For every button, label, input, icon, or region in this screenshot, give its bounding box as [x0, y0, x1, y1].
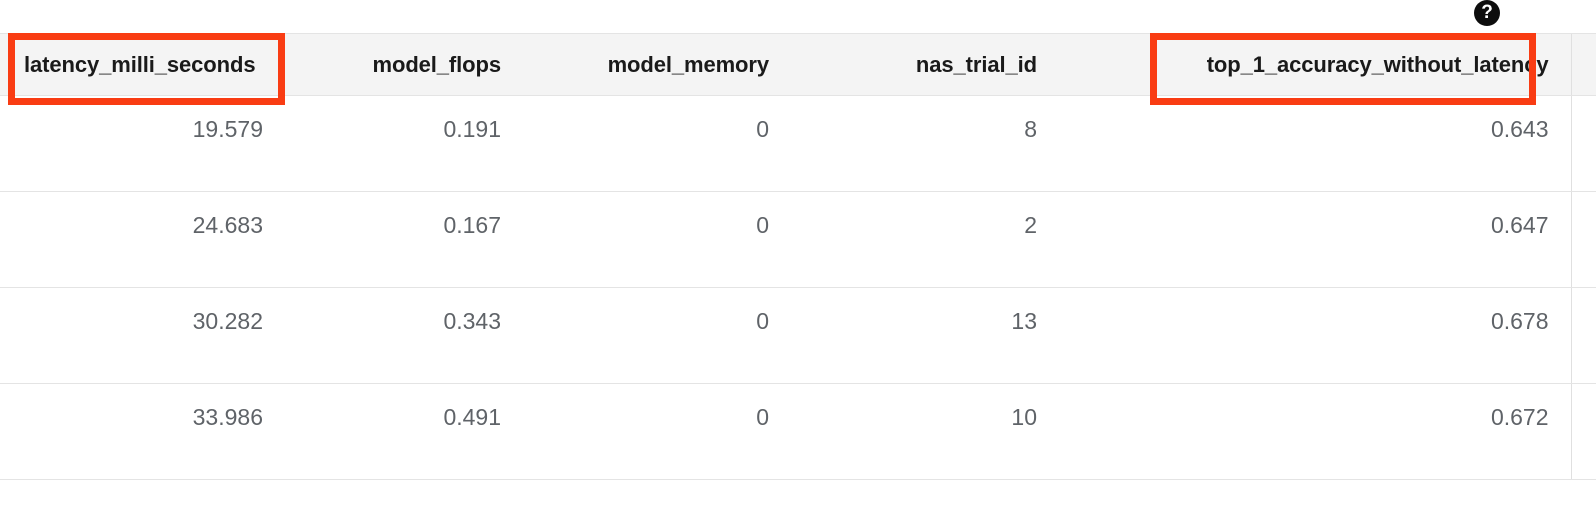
table-toolbar: ?	[0, 0, 1596, 33]
cell-nas_trial_id: 10	[791, 383, 1059, 480]
column-header-overflow[interactable]	[1570, 33, 1596, 96]
cell-overflow	[1570, 287, 1596, 384]
cell-overflow	[1570, 191, 1596, 288]
cell-model_flops: 0.343	[285, 287, 523, 384]
cell-model_memory: 0	[523, 383, 791, 480]
cell-latency_milli_seconds: 24.683	[0, 191, 285, 288]
cell-top_1_accuracy_without_latency: 0.647	[1059, 191, 1571, 288]
cell-latency_milli_seconds: 33.986	[0, 383, 285, 480]
column-header-top_1_accuracy_without_latency[interactable]: top_1_accuracy_without_latency	[1059, 33, 1571, 96]
cell-overflow	[1570, 383, 1596, 480]
cell-latency_milli_seconds: 30.282	[0, 287, 285, 384]
column-header-nas_trial_id[interactable]: nas_trial_id	[791, 33, 1059, 96]
cell-top_1_accuracy_without_latency: 0.678	[1059, 287, 1571, 384]
cell-top_1_accuracy_without_latency: 0.672	[1059, 383, 1571, 480]
cell-model_memory: 0	[523, 191, 791, 288]
cell-model_flops: 0.491	[285, 383, 523, 480]
cell-model_memory: 0	[523, 95, 791, 192]
cell-model_memory: 0	[523, 287, 791, 384]
cell-nas_trial_id: 13	[791, 287, 1059, 384]
cell-model_flops: 0.167	[285, 191, 523, 288]
help-circle-icon[interactable]: ?	[1474, 0, 1500, 26]
cell-overflow	[1570, 95, 1596, 192]
column-header-model_memory[interactable]: model_memory	[523, 33, 791, 96]
column-header-model_flops[interactable]: model_flops	[285, 33, 523, 96]
cell-model_flops: 0.191	[285, 95, 523, 192]
cell-nas_trial_id: 8	[791, 95, 1059, 192]
cell-latency_milli_seconds: 19.579	[0, 95, 285, 192]
cell-top_1_accuracy_without_latency: 0.643	[1059, 95, 1571, 192]
column-header-latency_milli_seconds[interactable]: latency_milli_seconds	[0, 33, 285, 96]
cell-nas_trial_id: 2	[791, 191, 1059, 288]
